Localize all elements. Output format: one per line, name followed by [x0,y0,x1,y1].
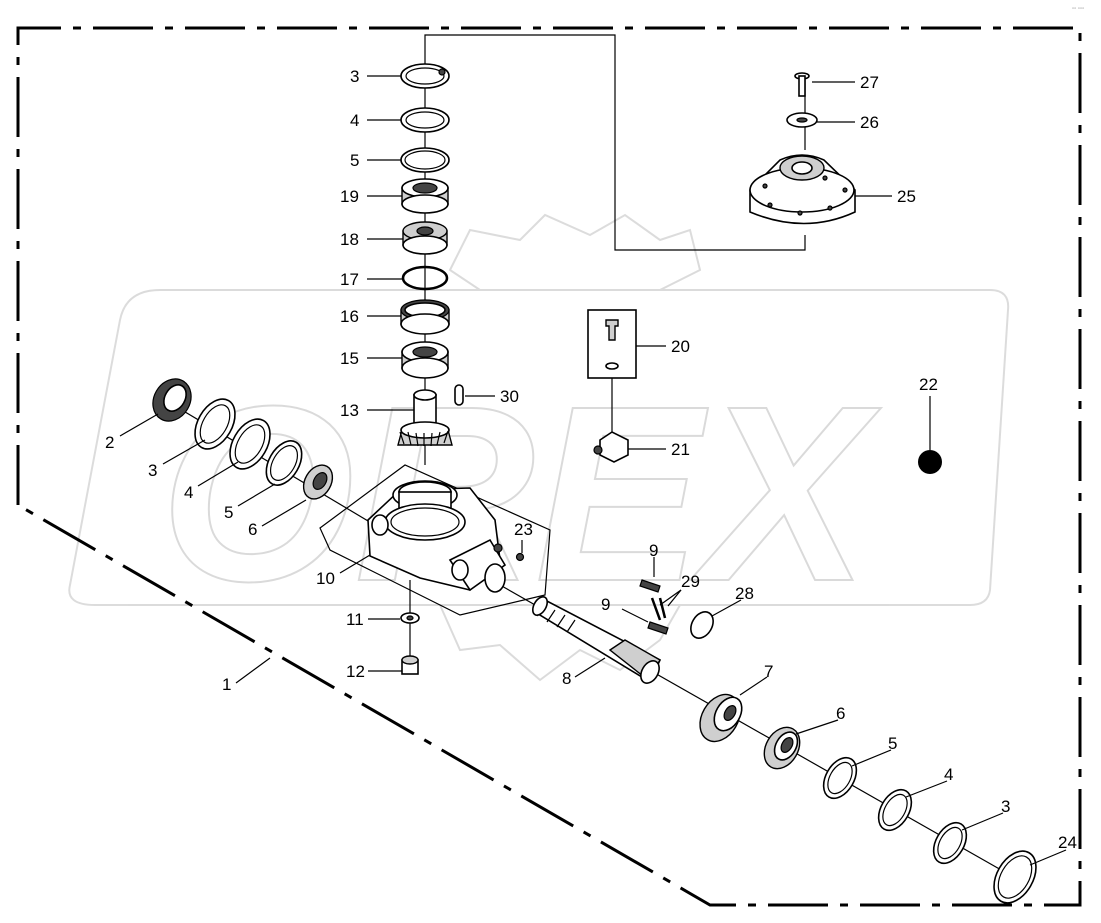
part-8-shaft [531,596,662,684]
part-3-circlip-right [932,821,968,865]
callout-26: 26 [860,113,879,132]
part-3-circlip-top [400,63,450,89]
part-16-seal [400,299,450,335]
leader-lines [119,75,1067,866]
part-7-bevel-gear [699,693,743,743]
callout-28: 28 [735,584,754,603]
part-22-plug [918,450,942,474]
part-15-bearing [401,341,449,379]
callout-20: 20 [671,337,690,356]
callout-3-right: 3 [1001,797,1010,816]
callout-15: 15 [340,349,359,368]
corner-stamp: ▫▫ ▫▫▫ [1072,6,1084,12]
part-21-fitting [593,431,629,463]
assembly-boundary [16,26,1082,907]
callout-9-upper: 9 [649,541,658,560]
part-5-shim-left [265,440,303,486]
part-20-breather-box [587,309,637,379]
part-3-circlip-left [194,398,236,450]
callout-labels: 3 4 5 19 18 17 16 15 13 30 20 21 22 23 2… [105,67,1077,852]
callout-5: 5 [350,151,359,170]
part-25-cover [749,154,856,225]
part-12-drain-plug [401,655,419,675]
callout-5-left: 5 [224,503,233,522]
part-28-circlip [690,611,714,639]
callout-3: 3 [350,67,359,86]
callout-5-right: 5 [888,734,897,753]
callout-23: 23 [514,520,533,539]
callout-19: 19 [340,187,359,206]
callout-2: 2 [105,433,114,452]
callout-22: 22 [919,375,938,394]
part-6-bearing-right [763,726,801,770]
part-19-bearing [401,178,449,214]
callout-17: 17 [340,270,359,289]
callout-10: 10 [316,569,335,588]
part-4-washer-right [877,788,913,832]
part-9-key-lower [647,621,669,635]
part-13-pinion-shaft [397,389,453,447]
part-10-housing [319,464,551,616]
callout-24: 24 [1058,833,1077,852]
callout-30: 30 [500,387,519,406]
part-5-shim-right [822,756,858,800]
part-11-washer [400,612,420,624]
part-27-screw [794,72,810,97]
callout-13: 13 [340,401,359,420]
callout-1: 1 [222,675,231,694]
callout-7: 7 [764,662,773,681]
callout-6-left: 6 [248,520,257,539]
part-5-shim-top [400,147,450,173]
callout-8: 8 [562,669,571,688]
part-30-key [454,384,464,406]
callout-9-lower: 9 [601,595,610,614]
part-2-seal [152,378,192,422]
part-6-bearing-left [302,464,334,500]
callout-18: 18 [340,230,359,249]
part-4-washer-left [229,418,271,470]
callout-4-right: 4 [944,765,953,784]
watermark-text: OREX [160,354,882,633]
part-24-ring [993,850,1037,904]
part-26-washer [786,112,818,128]
part-18-spacer [402,221,448,255]
part-17-o-ring [401,265,449,291]
callout-27: 27 [860,73,879,92]
part-29-pins [650,597,667,621]
callout-6-right: 6 [836,704,845,723]
orex-watermark: OREX [68,213,1010,682]
callout-29: 29 [681,572,700,591]
callout-25: 25 [897,187,916,206]
callout-16: 16 [340,307,359,326]
part-4-washer-top [400,107,450,133]
callout-3-left: 3 [148,461,157,480]
callout-4-left: 4 [184,483,193,502]
part-9-key-upper [639,579,661,593]
callout-12: 12 [346,662,365,681]
callout-4: 4 [350,111,359,130]
callout-21: 21 [671,440,690,459]
callout-11: 11 [346,610,364,629]
